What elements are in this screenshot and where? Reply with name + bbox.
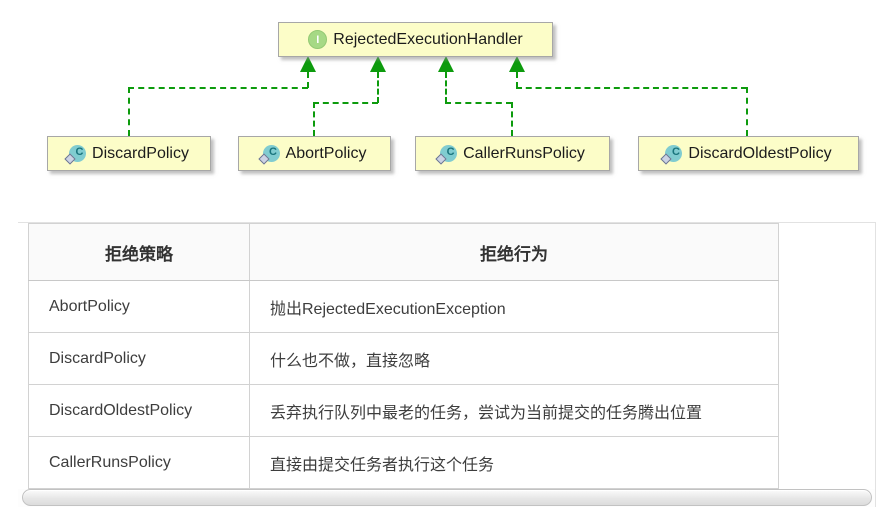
cell-policy: AbortPolicy	[28, 280, 250, 333]
implements-arrow-icon	[438, 56, 454, 72]
header-policy: 拒绝策略	[28, 223, 250, 281]
static-diamond-icon	[257, 153, 270, 165]
cell-policy: DiscardOldestPolicy	[28, 384, 250, 437]
uml-node-label: AbortPolicy	[285, 144, 367, 162]
interface-icon: I	[308, 30, 328, 49]
class-icon-letter: C	[75, 145, 84, 158]
class-icon: C	[660, 145, 683, 165]
interface-icon-letter: I	[316, 33, 320, 46]
edge-abortpolicy-segment	[377, 72, 379, 103]
table-row: CallerRunsPolicy 直接由提交任务者执行这个任务	[28, 436, 779, 489]
table-row: AbortPolicy 抛出RejectedExecutionException	[28, 280, 779, 333]
cell-behavior: 直接由提交任务者执行这个任务	[249, 436, 779, 489]
uml-node-discardpolicy: C DiscardPolicy	[47, 136, 211, 171]
implements-arrow-icon	[370, 56, 386, 72]
table-scroll-container: 拒绝策略 拒绝行为 AbortPolicy 抛出RejectedExecutio…	[18, 222, 876, 507]
uml-node-label: DiscardOldestPolicy	[688, 144, 832, 162]
class-icon-letter: C	[446, 145, 455, 158]
table-row: DiscardPolicy 什么也不做，直接忽略	[28, 332, 779, 385]
edge-discardpolicy-segment	[128, 87, 308, 89]
uml-node-callerrunspolicy: C CallerRunsPolicy	[415, 136, 610, 171]
class-icon: C	[435, 145, 458, 165]
edge-callerrunspolicy-segment	[445, 72, 447, 103]
table-header-row: 拒绝策略 拒绝行为	[28, 223, 779, 281]
edge-discardpolicy-segment	[128, 87, 130, 136]
edge-abortpolicy-segment	[313, 102, 315, 136]
edge-discardoldestpolicy-segment	[516, 72, 518, 88]
edge-discardpolicy-segment	[307, 72, 309, 88]
cell-behavior: 丢弃执行队列中最老的任务，尝试为当前提交的任务腾出位置	[249, 384, 779, 437]
header-behavior: 拒绝行为	[249, 223, 779, 281]
class-icon: C	[257, 145, 280, 165]
edge-callerrunspolicy-segment	[445, 102, 512, 104]
uml-node-abortpolicy: C AbortPolicy	[238, 136, 391, 171]
uml-node-label: CallerRunsPolicy	[463, 144, 585, 162]
uml-node-discardoldestpolicy: C DiscardOldestPolicy	[638, 136, 859, 171]
class-icon-letter: C	[269, 145, 277, 158]
class-icon-letter: C	[671, 145, 680, 158]
cell-behavior: 什么也不做，直接忽略	[249, 332, 779, 385]
uml-node-label: DiscardPolicy	[92, 144, 189, 162]
static-diamond-icon	[660, 153, 673, 165]
uml-node-rejectedexecutionhandler: I RejectedExecutionHandler	[278, 22, 553, 57]
edge-callerrunspolicy-segment	[511, 102, 513, 136]
static-diamond-icon	[64, 153, 76, 165]
implements-arrow-icon	[509, 56, 525, 72]
edge-discardoldestpolicy-segment	[516, 87, 747, 89]
uml-node-label: RejectedExecutionHandler	[333, 30, 523, 48]
horizontal-scrollbar-thumb[interactable]	[22, 489, 872, 506]
static-diamond-icon	[435, 153, 447, 165]
table-row: DiscardOldestPolicy 丢弃执行队列中最老的任务，尝试为当前提交…	[28, 384, 779, 437]
implements-arrow-icon	[300, 56, 316, 72]
class-icon: C	[64, 145, 87, 165]
rejection-policy-table: 拒绝策略 拒绝行为 AbortPolicy 抛出RejectedExecutio…	[28, 223, 779, 489]
cell-policy: DiscardPolicy	[28, 332, 250, 385]
horizontal-scrollbar-track[interactable]	[18, 489, 875, 507]
edge-discardoldestpolicy-segment	[746, 87, 748, 136]
cell-policy: CallerRunsPolicy	[28, 436, 250, 489]
edge-abortpolicy-segment	[313, 102, 378, 104]
cell-behavior: 抛出RejectedExecutionException	[249, 280, 779, 333]
